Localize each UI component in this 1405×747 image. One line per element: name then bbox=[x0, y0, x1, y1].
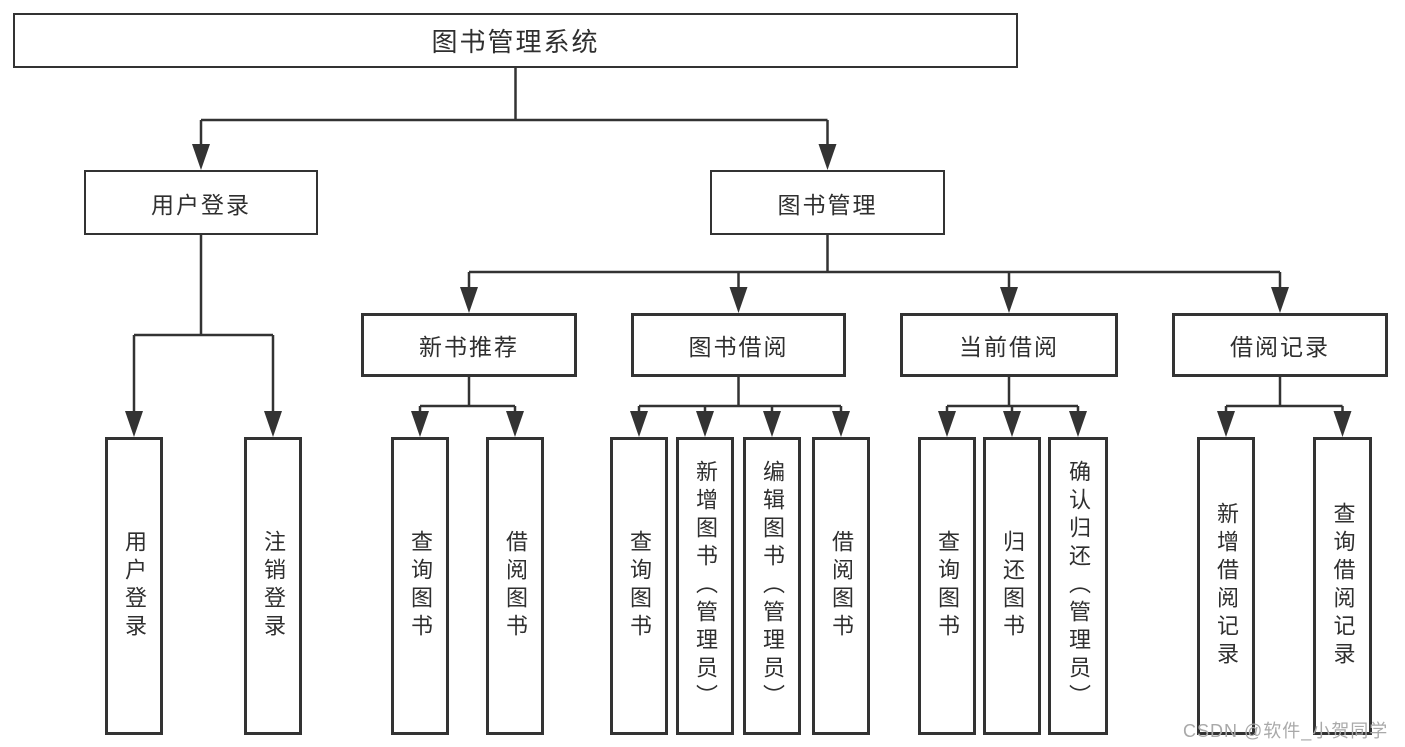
leaf-label: 归还图书 bbox=[1000, 530, 1025, 642]
leaf-user-login: 用户登录 bbox=[105, 437, 163, 735]
node-label: 图书借阅 bbox=[688, 334, 789, 360]
leaf-edit-book-admin: 编辑图书（管理员） bbox=[743, 437, 801, 735]
node-label: 当前借阅 bbox=[959, 334, 1059, 360]
leaf-query-books-current: 查询图书 bbox=[918, 437, 976, 735]
node-label: 用户登录 bbox=[151, 191, 251, 218]
watermark: CSDN @软件_小贺同学 bbox=[1183, 721, 1389, 741]
leaf-label: 确认归还（管理员） bbox=[1066, 460, 1091, 712]
leaf-label: 借阅图书 bbox=[503, 530, 528, 642]
leaf-borrow-books-recommend: 借阅图书 bbox=[486, 437, 544, 735]
node-label: 新书推荐 bbox=[419, 334, 519, 360]
leaf-label: 查询图书 bbox=[935, 530, 960, 642]
leaf-query-borrow-record: 查询借阅记录 bbox=[1313, 437, 1372, 735]
leaf-label: 注销登录 bbox=[261, 530, 286, 642]
node-book-borrowing: 图书借阅 bbox=[631, 313, 846, 377]
node-library-management-system: 图书管理系统 bbox=[13, 13, 1018, 68]
leaf-label: 查询图书 bbox=[408, 530, 433, 642]
leaf-label: 新增借阅记录 bbox=[1214, 502, 1239, 670]
leaf-logout: 注销登录 bbox=[244, 437, 302, 735]
node-current-borrowing: 当前借阅 bbox=[900, 313, 1118, 377]
node-label: 借阅记录 bbox=[1230, 334, 1330, 360]
leaf-borrow-books-borrowing: 借阅图书 bbox=[812, 437, 870, 735]
leaf-query-books-borrowing: 查询图书 bbox=[610, 437, 668, 735]
node-label: 图书管理系统 bbox=[431, 27, 600, 57]
node-borrowing-records: 借阅记录 bbox=[1172, 313, 1388, 377]
leaf-label: 用户登录 bbox=[122, 530, 147, 642]
leaf-label: 借阅图书 bbox=[829, 530, 854, 642]
leaf-return-book: 归还图书 bbox=[983, 437, 1041, 735]
leaf-label: 查询借阅记录 bbox=[1330, 502, 1356, 670]
node-new-book-recommendation: 新书推荐 bbox=[361, 313, 577, 377]
leaf-label: 查询图书 bbox=[627, 530, 652, 642]
node-book-management: 图书管理 bbox=[710, 170, 945, 235]
leaf-confirm-return-admin: 确认归还（管理员） bbox=[1048, 437, 1108, 735]
leaf-label: 新增图书（管理员） bbox=[693, 460, 718, 712]
leaf-add-borrow-record: 新增借阅记录 bbox=[1197, 437, 1255, 735]
node-label: 图书管理 bbox=[777, 191, 878, 218]
leaf-label: 编辑图书（管理员） bbox=[760, 460, 785, 712]
leaf-add-book-admin: 新增图书（管理员） bbox=[676, 437, 734, 735]
leaf-query-books-recommend: 查询图书 bbox=[391, 437, 449, 735]
node-user-login: 用户登录 bbox=[84, 170, 318, 235]
